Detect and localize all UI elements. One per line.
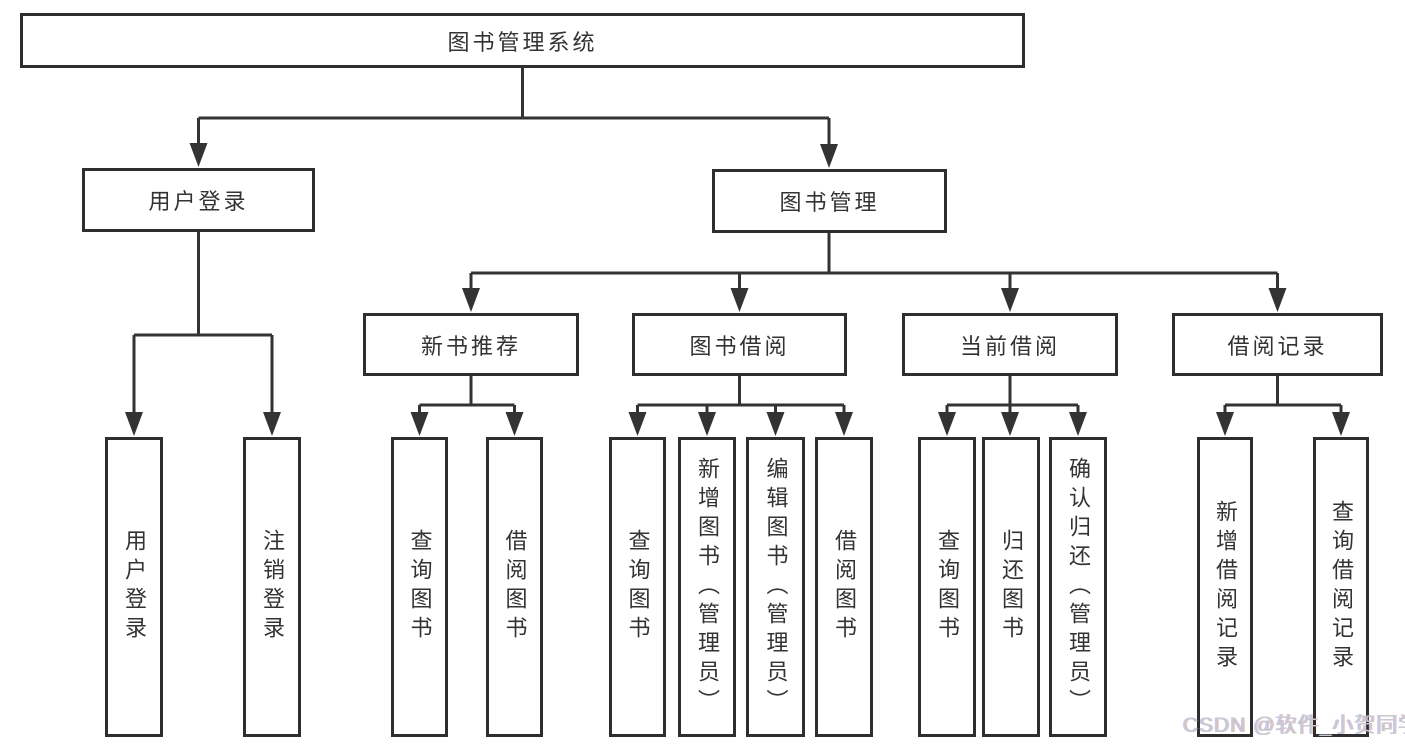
leaf-borrow-books-label: 借阅图书: [832, 529, 857, 645]
leaf-confirm-return-admin-label: 确认归还（管理员）: [1066, 456, 1091, 718]
arrowhead: [1268, 288, 1287, 312]
arrowhead: [766, 412, 785, 436]
arrowhead: [1332, 412, 1350, 436]
node-borrowing-records: 借阅记录: [1172, 313, 1383, 376]
arrowhead: [730, 288, 749, 312]
csdn-watermark: CSDN @软件_小贺同学: [1183, 714, 1405, 737]
arrowhead: [1216, 412, 1234, 436]
node-new-book-recommend: 新书推荐: [363, 313, 579, 376]
leaf-query-books-recommend-label: 查询图书: [407, 529, 433, 645]
leaf-logout: 注销登录: [243, 437, 301, 737]
arrowhead: [1001, 412, 1019, 436]
leaf-query-books-recommend: 查询图书: [391, 437, 448, 737]
arrowhead: [835, 412, 853, 436]
connector-bookmgmt-split: [469, 233, 1279, 291]
node-book-borrowing: 图书借阅: [632, 313, 847, 376]
leaf-add-book-admin-label: 新增图书（管理员）: [695, 456, 720, 718]
leaf-borrow-books-recommend-label: 借阅图书: [502, 529, 528, 645]
leaf-user-login-label: 用户登录: [122, 529, 147, 645]
arrowhead: [1001, 288, 1019, 312]
leaf-query-books-borrow: 查询图书: [609, 437, 666, 737]
leaf-edit-book-admin-label: 编辑图书（管理员）: [763, 456, 789, 718]
arrowhead: [698, 412, 716, 436]
connector-root-split: [197, 68, 831, 147]
connector-records-split: [1223, 376, 1343, 415]
node-library-system: 图书管理系统: [20, 13, 1025, 68]
arrowhead: [125, 412, 143, 436]
leaf-return-book: 归还图书: [982, 437, 1040, 737]
arrowhead: [938, 412, 956, 436]
leaf-add-borrow-record-label: 新增借阅记录: [1213, 500, 1238, 674]
node-book-management: 图书管理: [712, 169, 947, 233]
node-user-login: 用户登录: [82, 168, 315, 232]
arrowhead: [1069, 412, 1087, 436]
arrowhead: [628, 412, 647, 436]
leaf-edit-book-admin: 编辑图书（管理员）: [746, 437, 805, 737]
connector-current-split: [945, 376, 1080, 415]
leaf-query-books-current-label: 查询图书: [935, 529, 960, 645]
arrowhead: [410, 412, 429, 436]
leaf-logout-label: 注销登录: [260, 529, 285, 645]
leaf-borrow-books: 借阅图书: [815, 437, 873, 737]
arrowhead: [263, 412, 281, 436]
arrowhead: [820, 144, 838, 168]
leaf-add-borrow-record: 新增借阅记录: [1197, 437, 1253, 737]
leaf-query-borrow-record: 查询借阅记录: [1313, 437, 1369, 737]
connector-borrowing-split: [636, 376, 846, 415]
arrowhead: [505, 412, 524, 436]
connector-recommend-split: [418, 376, 516, 415]
connector-user-split: [132, 232, 274, 415]
leaf-query-borrow-record-label: 查询借阅记录: [1329, 500, 1354, 674]
arrowhead: [462, 288, 480, 312]
leaf-query-books-borrow-label: 查询图书: [625, 529, 651, 645]
arrowhead: [189, 143, 208, 167]
leaf-user-login: 用户登录: [105, 437, 163, 737]
leaf-return-book-label: 归还图书: [999, 529, 1024, 645]
leaf-query-books-current: 查询图书: [918, 437, 976, 737]
node-current-borrowing: 当前借阅: [902, 313, 1118, 376]
leaf-confirm-return-admin: 确认归还（管理员）: [1049, 437, 1107, 737]
leaf-borrow-books-recommend: 借阅图书: [486, 437, 543, 737]
leaf-add-book-admin: 新增图书（管理员）: [678, 437, 736, 737]
